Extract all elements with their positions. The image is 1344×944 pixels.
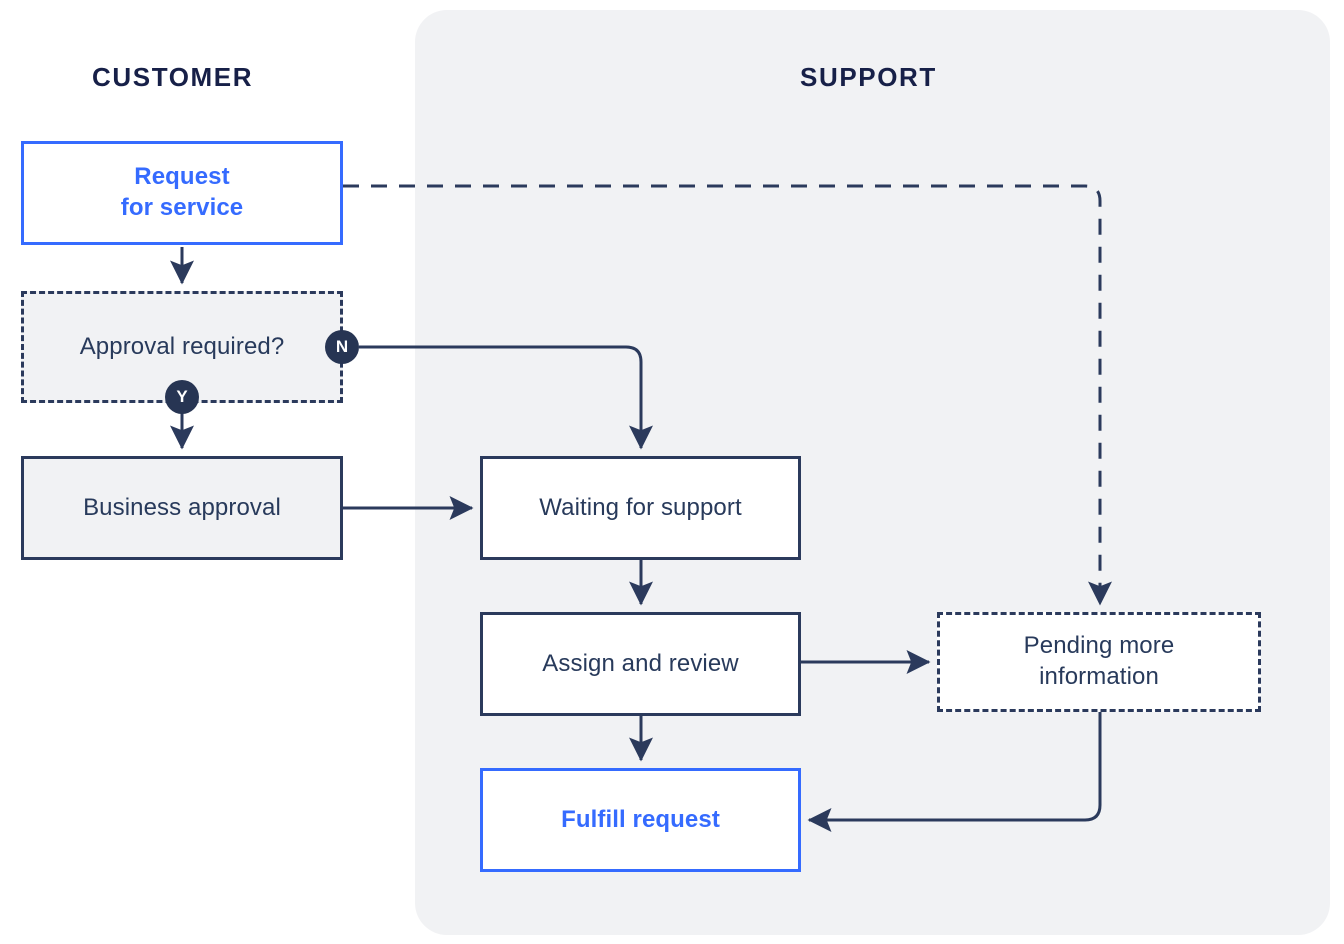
node-fulfill-label: Fulfill request: [561, 805, 720, 833]
node-request-for-service[interactable]: Request for service: [21, 141, 343, 245]
node-assign-and-review[interactable]: Assign and review: [480, 612, 801, 716]
node-assign-label: Assign and review: [542, 649, 739, 677]
badge-decision-no: N: [325, 330, 359, 364]
node-business-label: Business approval: [83, 493, 281, 521]
node-pending-more-information[interactable]: Pending more information: [937, 612, 1261, 712]
lane-title-customer: CUSTOMER: [92, 62, 254, 92]
node-waiting-label: Waiting for support: [539, 493, 742, 521]
node-business-approval[interactable]: Business approval: [21, 456, 343, 560]
badge-decision-yes: Y: [165, 380, 199, 414]
node-request-line-1: Request: [134, 163, 230, 191]
node-pending-line-2: information: [1039, 663, 1159, 690]
node-request-line-2: for service: [120, 194, 244, 221]
lane-title-support: SUPPORT: [800, 62, 937, 92]
node-pending-line-1: Pending more: [1023, 632, 1175, 660]
node-fulfill-request[interactable]: Fulfill request: [480, 768, 801, 872]
node-waiting-for-support[interactable]: Waiting for support: [480, 456, 801, 560]
node-approval-label: Approval required?: [79, 332, 285, 360]
